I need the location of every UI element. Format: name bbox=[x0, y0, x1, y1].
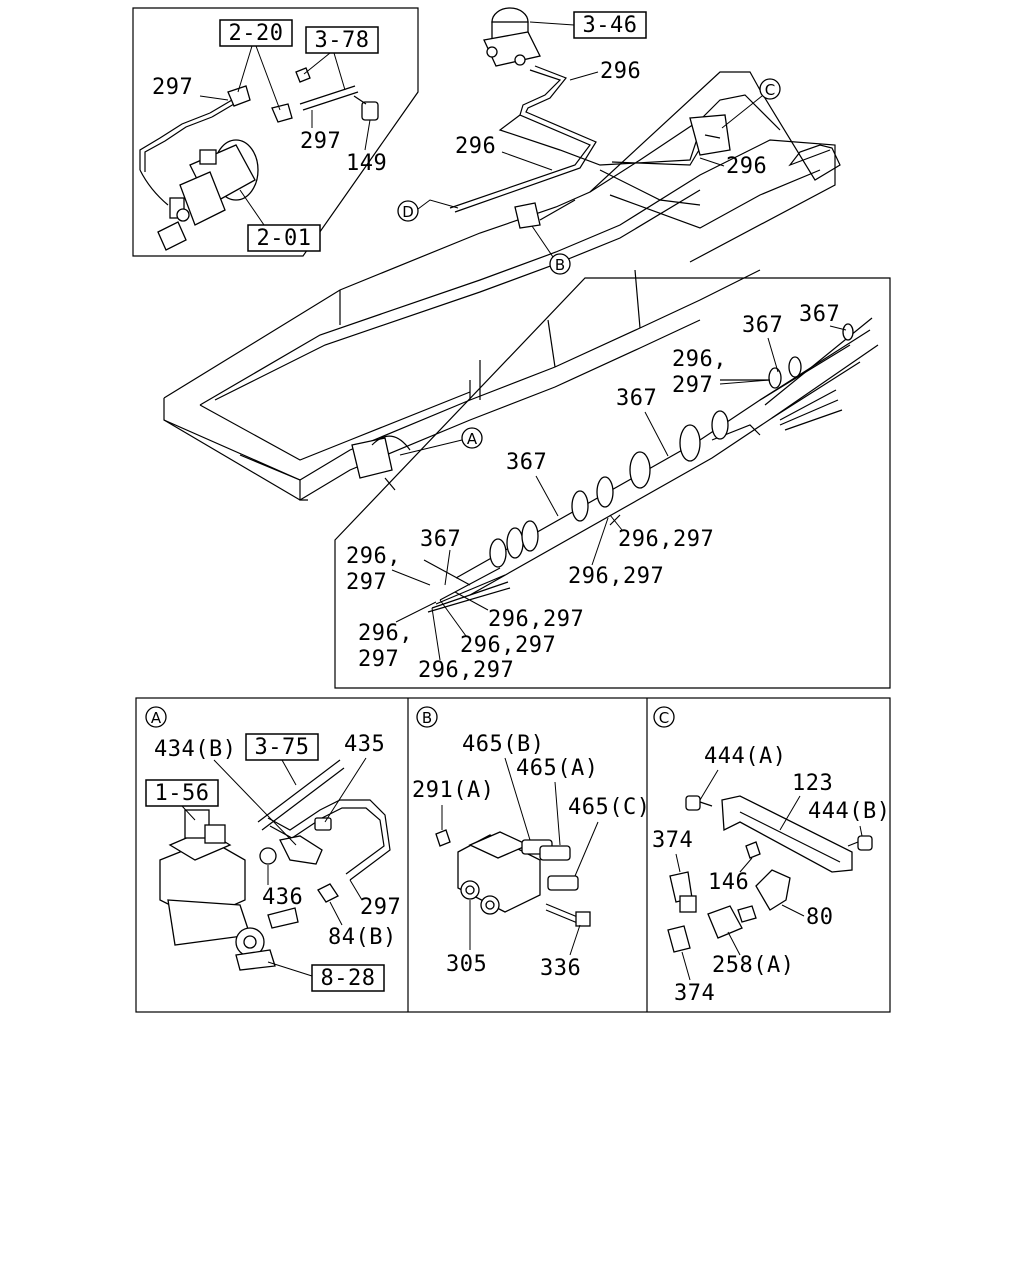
detail-a: A 434(B) 3-75 435 1-56 bbox=[145, 706, 401, 992]
ref-box-3-78[interactable] bbox=[305, 26, 379, 54]
part-297-inset-a: 297 bbox=[152, 75, 193, 100]
detail-a-drawing bbox=[159, 759, 391, 971]
ref-box-3-75[interactable] bbox=[245, 733, 319, 761]
detail-b: B 465(B) 465(A) 291(A) 465(C) 305 336 bbox=[412, 706, 650, 981]
harness-panel: 367 367 296, 297 367 367 296,297 296,297… bbox=[334, 277, 891, 689]
detail-panels-frame bbox=[135, 697, 891, 1013]
ref-8-28[interactable]: 8-28 bbox=[321, 966, 376, 991]
detail-a-tag[interactable]: A bbox=[151, 709, 162, 727]
detail-a-circle[interactable] bbox=[145, 706, 167, 728]
part-297-a: 297 bbox=[360, 895, 401, 920]
part-374-lower: 374 bbox=[674, 981, 715, 1006]
callout-d[interactable]: D bbox=[402, 203, 414, 221]
ref-3-46[interactable]: 3-46 bbox=[583, 13, 638, 38]
part-149: 149 bbox=[346, 151, 387, 176]
callout-c[interactable]: C bbox=[765, 81, 775, 99]
ref-3-75[interactable]: 3-75 bbox=[255, 735, 310, 760]
valve-assembly-drawing bbox=[139, 67, 379, 251]
part-291a: 291(A) bbox=[412, 778, 494, 803]
callout-c-circle[interactable] bbox=[759, 78, 781, 100]
ref-1-56[interactable]: 1-56 bbox=[155, 781, 210, 806]
detail-c-drawing bbox=[667, 795, 873, 953]
part-367-d: 367 bbox=[506, 450, 547, 475]
callout-a[interactable]: A bbox=[467, 430, 478, 448]
part-435: 435 bbox=[344, 732, 385, 757]
part-258a: 258(A) bbox=[712, 953, 794, 978]
part-296-297-h2: 296,297 bbox=[618, 527, 714, 552]
part-123: 123 bbox=[792, 771, 833, 796]
part-465a: 465(A) bbox=[516, 756, 598, 781]
part-146: 146 bbox=[708, 870, 749, 895]
callout-b-circle[interactable] bbox=[549, 253, 571, 275]
part-296-h4: 296, bbox=[346, 544, 401, 569]
part-297-h1: 297 bbox=[672, 373, 713, 398]
part-367-c: 367 bbox=[616, 386, 657, 411]
part-297-h6: 297 bbox=[358, 647, 399, 672]
part-444a: 444(A) bbox=[704, 744, 786, 769]
detail-c: C 444(A) 123 444(B) 374 146 80 258(A) bbox=[652, 706, 890, 1006]
detail-b-drawing bbox=[435, 829, 591, 927]
part-367-a: 367 bbox=[742, 313, 783, 338]
part-305: 305 bbox=[446, 952, 487, 977]
part-434b: 434(B) bbox=[154, 737, 236, 762]
ref-2-01[interactable]: 2-01 bbox=[257, 226, 312, 251]
part-296-297-h3: 296,297 bbox=[568, 564, 664, 589]
ref-2-20[interactable]: 2-20 bbox=[229, 21, 284, 46]
ref-box-3-46[interactable] bbox=[573, 11, 647, 39]
part-374-upper: 374 bbox=[652, 828, 693, 853]
callout-d-circle[interactable] bbox=[397, 200, 419, 222]
detail-c-circle[interactable] bbox=[653, 706, 675, 728]
part-296-h6: 296, bbox=[358, 621, 413, 646]
part-367-b: 367 bbox=[799, 302, 840, 327]
part-296-mid: 296 bbox=[455, 134, 496, 159]
ref-3-78[interactable]: 3-78 bbox=[315, 28, 370, 53]
top-inset: 2-20 3-78 2-01 297 297 149 bbox=[132, 7, 419, 257]
part-465b: 465(B) bbox=[462, 732, 544, 757]
part-296-top: 296 bbox=[600, 59, 641, 84]
part-296-297-h8: 296,297 bbox=[418, 658, 514, 683]
detail-c-tag[interactable]: C bbox=[659, 709, 669, 727]
ref-box-2-20[interactable] bbox=[219, 19, 293, 47]
detail-b-circle[interactable] bbox=[416, 706, 438, 728]
tube-bundle-drawing bbox=[423, 317, 879, 613]
chassis-frame: 3-46 296 296 296 C D B A bbox=[163, 7, 841, 501]
part-336: 336 bbox=[540, 956, 581, 981]
part-296-h1: 296, bbox=[672, 347, 727, 372]
callout-a-circle[interactable] bbox=[461, 427, 483, 449]
part-297-h4: 297 bbox=[346, 570, 387, 595]
callout-b[interactable]: B bbox=[555, 256, 565, 274]
part-84b: 84(B) bbox=[328, 925, 397, 950]
part-296-right: 296 bbox=[726, 154, 767, 179]
ref-box-8-28[interactable] bbox=[311, 964, 385, 992]
part-297-inset-b: 297 bbox=[300, 129, 341, 154]
detail-b-tag[interactable]: B bbox=[422, 709, 432, 727]
part-296-297-h7: 296,297 bbox=[460, 633, 556, 658]
ref-box-1-56[interactable] bbox=[145, 779, 219, 807]
part-367-e: 367 bbox=[420, 527, 461, 552]
part-444b: 444(B) bbox=[808, 799, 890, 824]
valve-3-46-drawing bbox=[483, 7, 541, 67]
part-80: 80 bbox=[806, 905, 834, 930]
part-296-297-h5: 296,297 bbox=[488, 607, 584, 632]
part-436: 436 bbox=[262, 885, 303, 910]
ref-box-2-01[interactable] bbox=[247, 224, 321, 252]
part-465c: 465(C) bbox=[568, 795, 650, 820]
